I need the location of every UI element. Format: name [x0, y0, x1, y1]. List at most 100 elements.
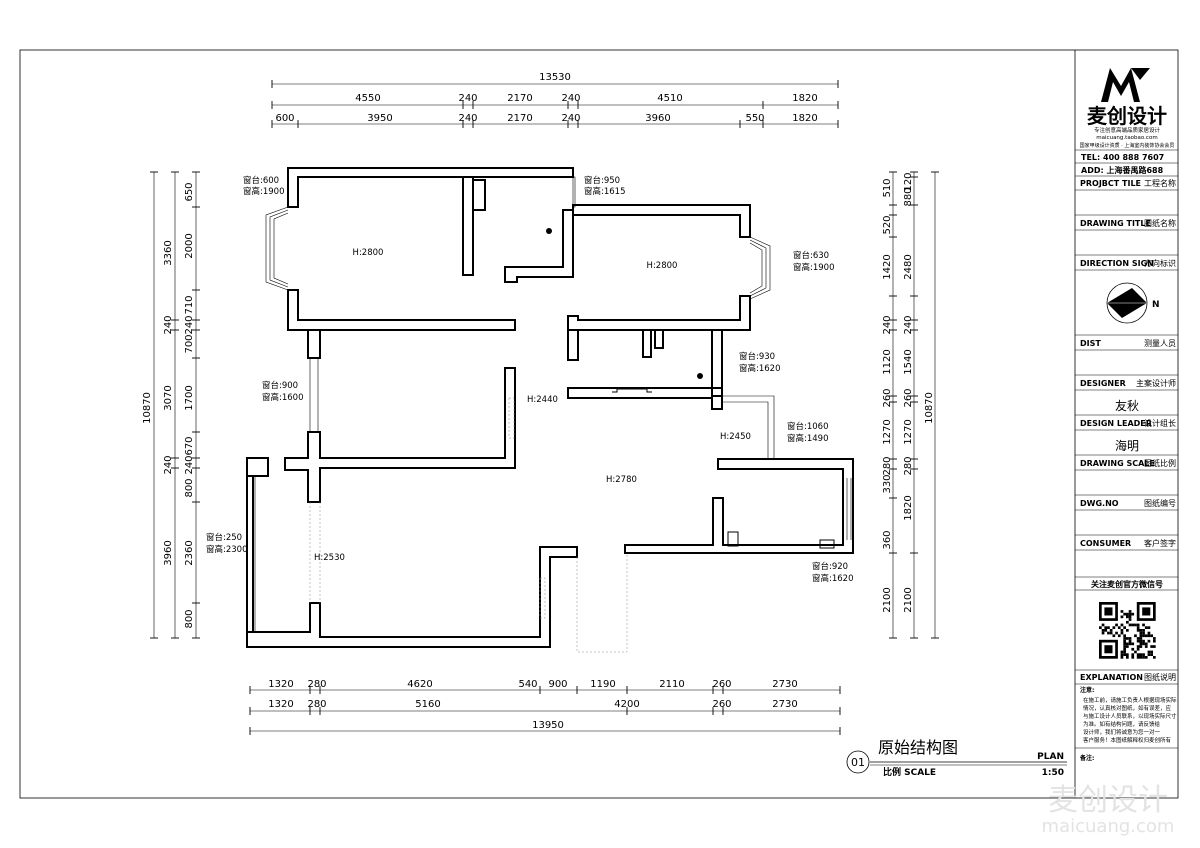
value-consumer: 客户签字: [1144, 538, 1176, 548]
qr-module: [1144, 626, 1148, 629]
value-explanation: 图纸说明: [1144, 672, 1176, 682]
qr-module: [1139, 637, 1143, 640]
dim-bot-r1-6: 1190: [590, 679, 615, 690]
qr-module: [1142, 629, 1145, 632]
qr-module: [1117, 634, 1121, 638]
window-east: [722, 395, 775, 459]
dim-left-r2-11: 800: [184, 609, 195, 628]
dim-left-r2-8: 240: [184, 455, 195, 474]
qr-module: [1107, 626, 1110, 629]
dim-left-r2-5: 700: [184, 334, 195, 353]
qr-module: [1144, 656, 1148, 659]
qr-module: [1120, 629, 1124, 632]
qr-module: [1139, 634, 1143, 638]
value-design-leader: 设计组长: [1144, 418, 1176, 428]
qr-module: [1104, 607, 1113, 616]
wall-center-stub: [642, 329, 652, 358]
qr-module: [1123, 645, 1126, 648]
scale-label: 比例 SCALE: [883, 766, 936, 778]
qr-module: [1123, 653, 1126, 656]
dim-left-r2-9: 800: [184, 478, 195, 497]
dim-right-r1-6: 260: [882, 388, 893, 407]
watermark-cn: 麦创设计: [1048, 783, 1168, 818]
qr-module: [1104, 629, 1108, 632]
qr-module: [1126, 620, 1129, 624]
dim-right-r2-10: 2100: [903, 587, 914, 612]
qr-module: [1142, 623, 1145, 627]
qr-module: [1131, 653, 1135, 656]
dim-top-r2-3: 240: [458, 113, 477, 124]
qr-module: [1139, 629, 1143, 632]
dim-bot-r1-1: 1320: [268, 679, 293, 690]
brand-tagline: 专注创意高端品质家居设计: [1094, 126, 1161, 134]
qr-module: [1142, 631, 1145, 635]
dim-bot-r2-1: 1320: [268, 699, 293, 710]
qr-code-icon: [1099, 602, 1156, 659]
qr-module: [1136, 647, 1140, 651]
qr-module: [1128, 615, 1132, 619]
qr-module: [1123, 626, 1126, 629]
notes-line-2: 情况，认真核对图纸，如有误差，应: [1083, 704, 1172, 712]
window-top: [572, 176, 576, 208]
qr-module: [1107, 631, 1110, 635]
plan-label: PLAN: [1037, 752, 1064, 762]
drain-dot-2: [697, 373, 703, 379]
window-height-7: 窗高:2300: [206, 544, 248, 555]
qr-module: [1120, 650, 1124, 654]
window-height-2: 窗高:1615: [584, 186, 626, 197]
qr-module: [1147, 626, 1151, 629]
wechat-caption: 关注麦创官方微信号: [1091, 579, 1163, 589]
qr-module: [1120, 656, 1124, 659]
dim-overall-left: 10870: [142, 392, 153, 424]
dim-overall-right: 10870: [924, 392, 935, 424]
window-height-3: 窗高:1900: [793, 262, 835, 273]
dim-bot-r2-3: 5160: [415, 699, 440, 710]
qr-module: [1136, 639, 1140, 643]
qr-module: [1101, 623, 1105, 627]
qr-module: [1120, 653, 1124, 656]
qr-module: [1128, 639, 1132, 643]
qr-module: [1126, 612, 1129, 616]
corridor-detail: [612, 388, 652, 393]
wall-corridor: [567, 387, 723, 410]
label-designer: DESIGNER: [1080, 379, 1126, 388]
qr-module: [1142, 642, 1145, 646]
qr-module: [1126, 637, 1129, 640]
dimension-lines: [153, 83, 936, 732]
qr-module: [1144, 634, 1148, 638]
qr-module: [1134, 650, 1137, 654]
qr-module: [1142, 634, 1145, 638]
qr-module: [1144, 645, 1148, 648]
room-height-nw: H:2800: [353, 248, 384, 258]
dim-bot-r1-2: 280: [307, 679, 326, 690]
wall-ne-stub: [567, 329, 579, 361]
dim-right-r2-1: 120: [903, 172, 914, 191]
dim-left-r1-2: 240: [163, 315, 174, 334]
qr-module: [1147, 631, 1151, 635]
window-height-6: 窗高:1490: [787, 433, 829, 444]
dim-bot-r1-3: 4620: [407, 679, 432, 690]
wall-south-west: [246, 546, 578, 648]
qr-module: [1139, 645, 1143, 648]
qr-module: [1136, 653, 1140, 656]
walls: [246, 167, 854, 648]
qr-module: [1126, 653, 1129, 656]
qr-module: [1126, 645, 1129, 648]
wall-nw-top: [287, 167, 574, 208]
dim-left-r2-4: 240: [184, 315, 195, 334]
fixture-kitchen-2: [819, 539, 835, 549]
qr-module: [1134, 623, 1137, 627]
qr-module: [1131, 623, 1135, 627]
qr-module: [1150, 645, 1153, 648]
dim-overall-bottom: 13950: [532, 720, 564, 731]
room-height-ne: H:2800: [647, 261, 678, 271]
qr-module: [1131, 656, 1135, 659]
qr-module: [1136, 629, 1140, 632]
dim-top-r2-2: 3950: [367, 113, 392, 124]
qr-module: [1126, 656, 1129, 659]
fixture-kitchen: [727, 531, 739, 547]
qr-module: [1142, 607, 1151, 616]
brand-logo: [1101, 68, 1150, 102]
dim-right-r2-4: 240: [903, 315, 914, 334]
label-design-leader: DESIGN LEADER: [1080, 419, 1152, 428]
